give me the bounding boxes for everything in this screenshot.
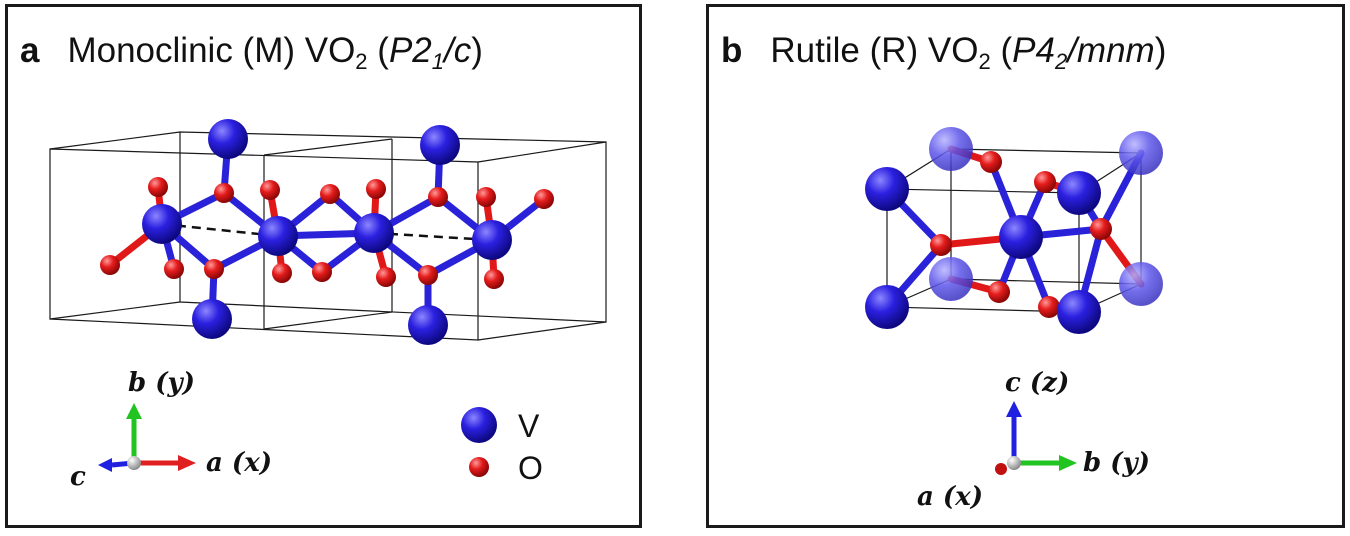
oxygen-atom bbox=[376, 267, 396, 287]
oxygen-atom bbox=[320, 184, 340, 204]
panel-a-sg-tail: /c bbox=[444, 31, 472, 70]
axes-triad: c (z) b (y) a (x) bbox=[917, 368, 1150, 512]
oxygen-atom bbox=[204, 259, 224, 279]
vanadium-atom bbox=[192, 299, 232, 339]
vanadium-atom bbox=[472, 220, 512, 260]
oxygen-atom bbox=[214, 183, 234, 203]
rutile-structure-diagram: c (z) b (y) a (x) bbox=[865, 127, 1163, 512]
oxygen-atom bbox=[484, 269, 504, 289]
axis-label-b: b (y) bbox=[128, 368, 195, 398]
panel-b-sg-tail: /mnm bbox=[1067, 31, 1155, 70]
panel-b-letter: b bbox=[721, 31, 743, 70]
panel-a-letter: a bbox=[20, 31, 40, 70]
atoms bbox=[865, 127, 1163, 334]
vanadium-atom bbox=[929, 257, 973, 301]
panel-a-title: a Monoclinic (M) VO2 (P21/c) bbox=[20, 31, 483, 74]
vanadium-atom bbox=[929, 127, 973, 171]
oxygen-atom bbox=[1038, 296, 1060, 318]
panel-b-sg-sub: 2 bbox=[1054, 49, 1068, 74]
panel-a-paren-close: ) bbox=[471, 31, 483, 70]
oxygen-atom bbox=[1090, 218, 1112, 240]
oxygen-atom bbox=[366, 179, 386, 199]
panel-b-space-group: P42/mnm bbox=[1012, 31, 1155, 73]
panel-a-title-subscript: 2 bbox=[355, 49, 368, 74]
panel-a-sg-sub: 1 bbox=[431, 49, 444, 74]
vanadium-atom bbox=[142, 204, 182, 244]
panel-a-title-prefix: Monoclinic (M) VO bbox=[67, 31, 356, 70]
vanadium-atom bbox=[1119, 262, 1163, 306]
oxygen-atom bbox=[534, 189, 554, 209]
panel-b-title-subscript: 2 bbox=[978, 49, 991, 74]
monoclinic-structure-diagram: b (y) a (x) c V O bbox=[49, 119, 607, 492]
legend-vanadium-swatch bbox=[461, 407, 497, 443]
vanadium-atom bbox=[1057, 290, 1101, 334]
oxygen-atom bbox=[476, 187, 496, 207]
legend: V O bbox=[461, 407, 543, 486]
oxygen-atom bbox=[930, 234, 952, 256]
vanadium-atom bbox=[865, 167, 909, 211]
oxygen-atom bbox=[312, 262, 332, 282]
oxygen-atom bbox=[428, 187, 448, 207]
oxygen-atom bbox=[164, 259, 184, 279]
oxygen-atom bbox=[980, 151, 1002, 173]
axis-label-c: c bbox=[70, 462, 86, 492]
legend-label-v: V bbox=[518, 408, 540, 444]
panel-b-paren-close: ) bbox=[1154, 31, 1167, 70]
oxygen-atom bbox=[260, 180, 280, 200]
oxygen-atom bbox=[272, 263, 292, 283]
panel-a-sg-main: P2 bbox=[388, 31, 432, 70]
oxygen-atom bbox=[988, 281, 1010, 303]
axis-label-a: a (x) bbox=[206, 448, 272, 478]
panel-b-paren-open: ( bbox=[990, 31, 1013, 70]
panel-a-paren-open: ( bbox=[367, 31, 389, 70]
axis-label-c: c (z) bbox=[1005, 368, 1069, 398]
panel-monoclinic: a Monoclinic (M) VO2 (P21/c) bbox=[5, 4, 642, 528]
atoms bbox=[100, 119, 554, 345]
vanadium-atom bbox=[1057, 171, 1101, 215]
panel-b-sg-main: P4 bbox=[1012, 31, 1055, 70]
oxygen-atom bbox=[100, 255, 120, 275]
vanadium-atom bbox=[208, 119, 248, 159]
axis-label-b: b (y) bbox=[1083, 448, 1150, 478]
axis-label-a: a (x) bbox=[917, 482, 983, 512]
oxygen-atom bbox=[1034, 171, 1056, 193]
unit-cell-frame bbox=[49, 131, 607, 341]
vanadium-atom bbox=[865, 285, 909, 329]
axes-triad: b (y) a (x) c bbox=[70, 368, 272, 492]
vanadium-atom bbox=[1119, 131, 1163, 175]
panel-b-title-prefix: Rutile (R) VO bbox=[770, 31, 979, 70]
legend-oxygen-swatch bbox=[469, 457, 489, 477]
vanadium-atom bbox=[408, 305, 448, 345]
oxygen-atom bbox=[418, 265, 438, 285]
legend-label-o: O bbox=[518, 450, 543, 486]
vanadium-atom bbox=[258, 216, 298, 256]
vanadium-atom-center bbox=[999, 215, 1043, 259]
oxygen-atom bbox=[148, 177, 168, 197]
vanadium-atom bbox=[354, 213, 394, 253]
panel-a-space-group: P21/c bbox=[388, 31, 472, 73]
vanadium-atom bbox=[420, 125, 460, 165]
